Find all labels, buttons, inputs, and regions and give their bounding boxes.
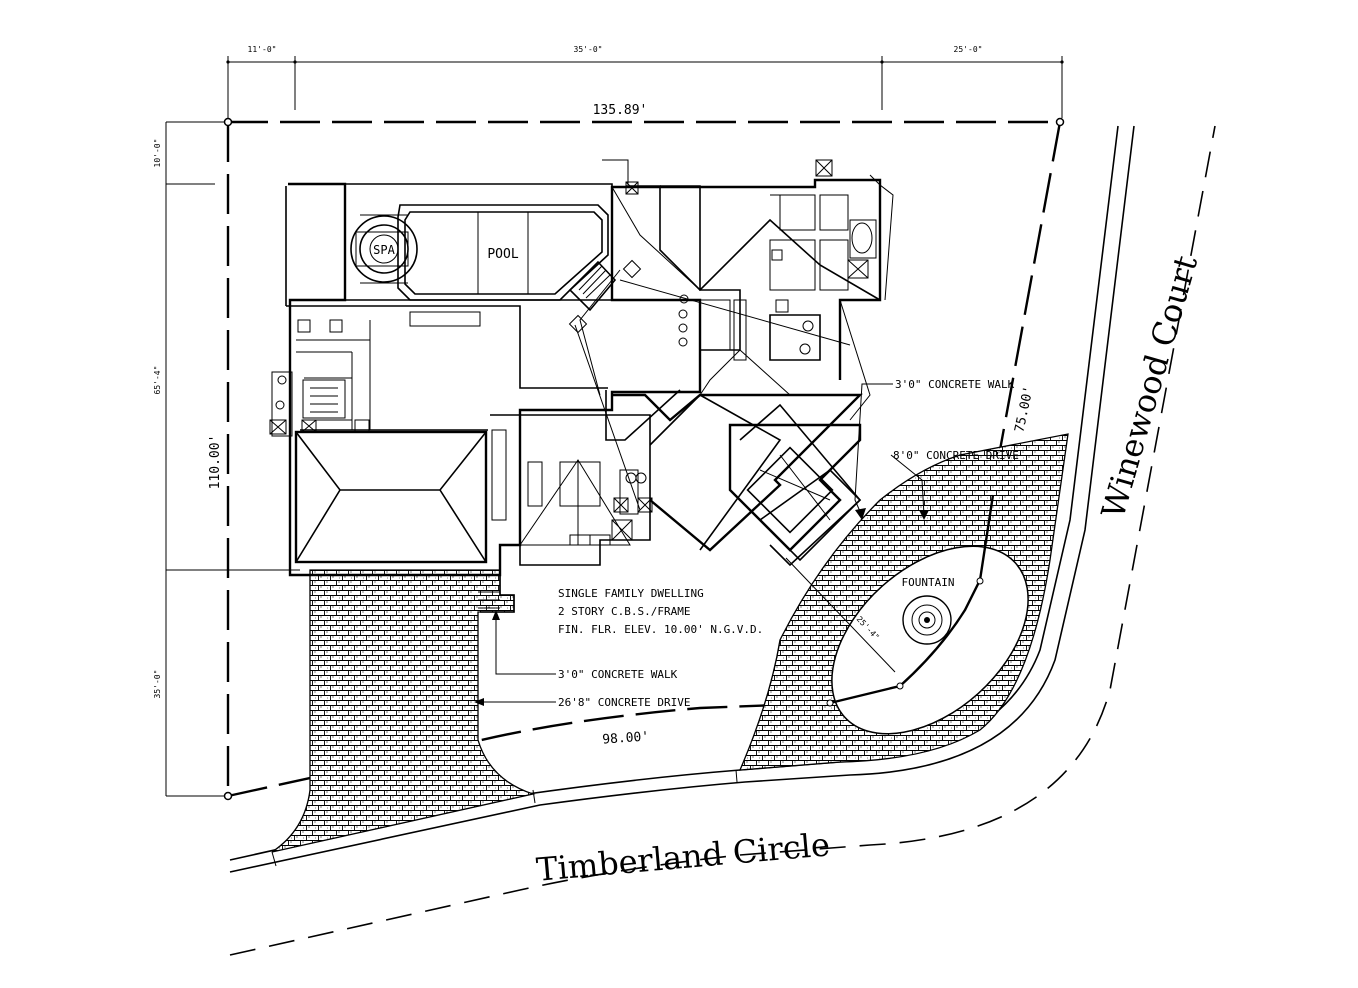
annotations: SINGLE FAMILY DWELLING 2 STORY C.B.S./FR…	[474, 378, 1019, 709]
boundary-left-label: 110.00'	[208, 435, 223, 490]
dim-top-right: 25'-0"	[954, 45, 983, 54]
walk-bottom-label: 3'0" CONCRETE WALK	[558, 668, 678, 681]
dim-left-middle: 65'-4"	[153, 366, 162, 395]
dwelling-note-line1: SINGLE FAMILY DWELLING	[558, 587, 704, 600]
top-dimension-string: 11'-0" 35'-0" 25'-0"	[226, 45, 1064, 118]
boundary-right-label: 75.00'	[1012, 385, 1036, 434]
driveway-west-pavers	[271, 569, 536, 853]
street-name-south: Timberland Circle	[535, 825, 832, 889]
pool-label: POOL	[487, 247, 518, 262]
fountain-label: FOUNTAIN	[902, 576, 955, 589]
walk-top-label: 3'0" CONCRETE WALK	[895, 378, 1015, 391]
drive-bottom-label: 26'8" CONCRETE DRIVE	[558, 696, 690, 709]
property-boundary: 135.89' 110.00' 75.00' 98.00'	[208, 103, 1065, 801]
dwelling-note-line3: FIN. FLR. ELEV. 10.00' N.G.V.D.	[558, 623, 763, 636]
house-footprint	[269, 159, 894, 609]
pool-area: POOL SPA	[350, 204, 617, 312]
left-dimension-string: 10'-0" 65'-4" 35'-0"	[153, 121, 300, 797]
dim-left-bottom: 35'-0"	[153, 670, 162, 699]
dwelling-note-line2: 2 STORY C.B.S./FRAME	[558, 605, 690, 618]
dim-top-left: 11'-0"	[248, 45, 277, 54]
paver-driveways	[271, 433, 1069, 853]
boundary-bottom-label: 98.00'	[602, 729, 650, 747]
dim-left-top: 10'-0"	[153, 139, 162, 168]
spa-label: SPA	[373, 243, 395, 257]
boundary-top-label: 135.89'	[593, 103, 648, 118]
drive-top-label: 8'0" CONCRETE DRIVE	[893, 449, 1019, 462]
dim-top-middle: 35'-0"	[574, 45, 603, 54]
